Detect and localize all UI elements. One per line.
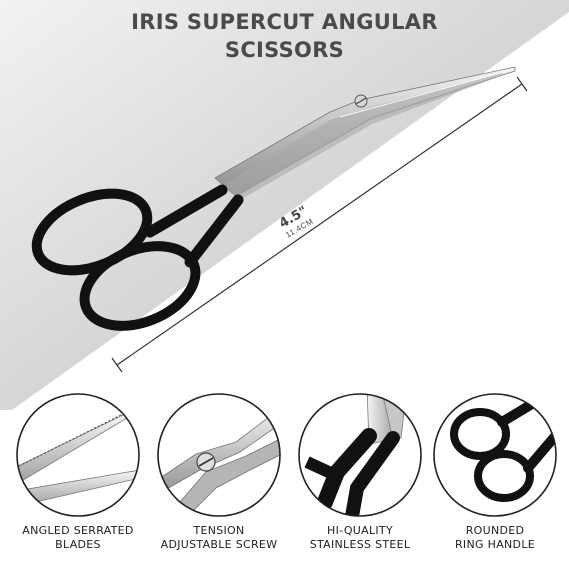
title-line-1: IRIS SUPERCUT ANGULAR: [131, 10, 438, 34]
ring-handle-detail-icon: [433, 393, 557, 517]
dimension-line: [111, 76, 528, 373]
title-line-2: SCISSORS: [224, 38, 345, 62]
scissors-product-image: [31, 66, 528, 373]
hero-section: IRIS SUPERCUT ANGULAR SCISSORS: [0, 0, 569, 410]
tension-screw-icon: [354, 94, 368, 108]
serrated-blade-detail-icon: [16, 393, 140, 517]
page-title: IRIS SUPERCUT ANGULAR SCISSORS: [0, 8, 569, 64]
blades-icon: [214, 66, 516, 200]
stainless-steel-detail-icon: [298, 393, 422, 517]
ring-handle-icon: [31, 184, 244, 331]
tension-screw-detail-icon: [157, 393, 281, 517]
